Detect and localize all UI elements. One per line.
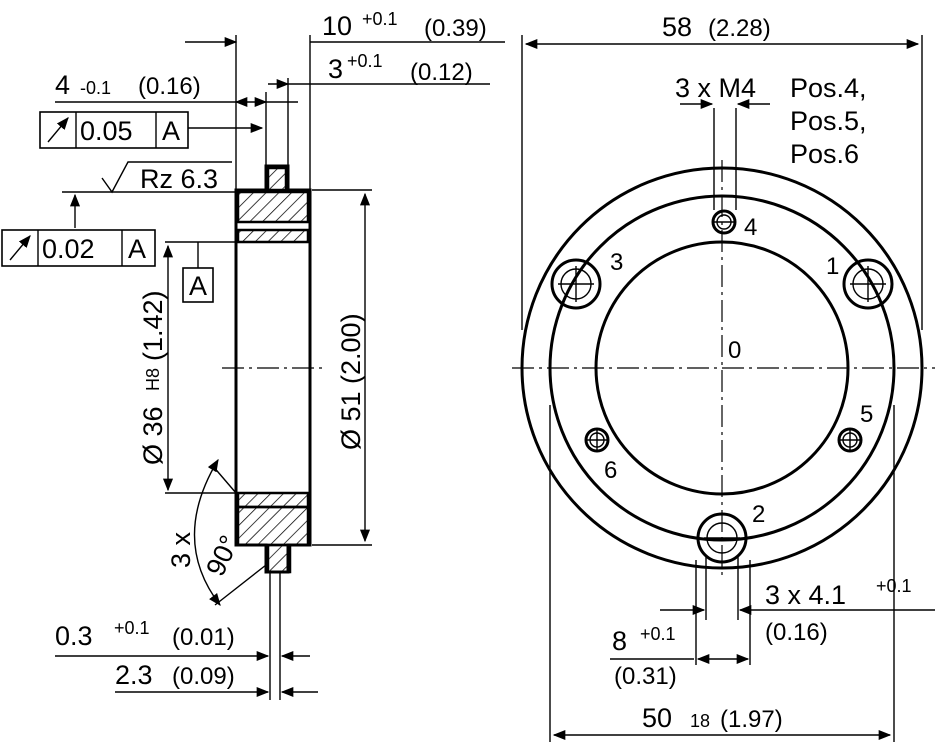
hatch-bottom-1 bbox=[236, 491, 310, 509]
svg-text:3: 3 bbox=[610, 249, 623, 276]
front-view: 0 1 3 2 4 bbox=[512, 12, 935, 742]
dim-4-inch: (0.16) bbox=[138, 73, 201, 100]
dim-03-value: 0.3 bbox=[55, 621, 93, 651]
svg-text:(1.97): (1.97) bbox=[720, 706, 783, 733]
svg-text:0.02: 0.02 bbox=[42, 234, 95, 264]
hatch-top-1 bbox=[236, 190, 310, 224]
runout-arrow-icon bbox=[47, 117, 69, 143]
dim-50-value: 50 bbox=[642, 703, 672, 733]
svg-text:1: 1 bbox=[826, 253, 839, 280]
svg-text:6: 6 bbox=[604, 457, 617, 484]
svg-text:Rz 6.3: Rz 6.3 bbox=[140, 164, 218, 194]
hole-4: 4 bbox=[711, 209, 757, 241]
dim-4-tol: -0.1 bbox=[80, 78, 111, 98]
svg-text:4: 4 bbox=[744, 214, 757, 241]
svg-text:18: 18 bbox=[690, 711, 710, 731]
dim-58-value: 58 bbox=[662, 12, 692, 42]
dim-8-value: 8 bbox=[612, 626, 627, 656]
pos-label-4: Pos.4, bbox=[790, 73, 867, 103]
hatch-bottom-lip bbox=[266, 543, 292, 574]
svg-text:(0.09): (0.09) bbox=[172, 663, 235, 690]
hatch-top-lip bbox=[266, 166, 288, 192]
hatch-bottom-2 bbox=[236, 505, 310, 547]
dim-10-tol: +0.1 bbox=[362, 9, 398, 29]
dim-3-tol: +0.1 bbox=[347, 51, 383, 71]
svg-text:3 x: 3 x bbox=[166, 531, 196, 568]
svg-text:+0.1: +0.1 bbox=[640, 624, 676, 644]
svg-text:+0.1: +0.1 bbox=[114, 618, 150, 638]
bore-dim-text: Ø 36 H8 (1.42) bbox=[138, 290, 168, 465]
hole-6: 6 bbox=[584, 427, 617, 484]
outer-dim-text: Ø 51 (2.00) bbox=[336, 313, 366, 450]
angle-text: 3 x bbox=[166, 531, 196, 568]
runout-frame-005: 0.05 A bbox=[39, 111, 264, 149]
svg-text:(2.28): (2.28) bbox=[708, 15, 771, 42]
svg-text:(0.31): (0.31) bbox=[614, 663, 677, 690]
runout-arrow-icon bbox=[9, 235, 31, 261]
datum-a: A bbox=[165, 241, 236, 303]
svg-text:2: 2 bbox=[752, 501, 765, 528]
svg-text:0.05: 0.05 bbox=[80, 116, 133, 146]
hole-3: 3 bbox=[550, 249, 623, 310]
svg-text:(0.01): (0.01) bbox=[172, 624, 235, 651]
dim-10-value: 10 bbox=[322, 11, 352, 41]
svg-text:A: A bbox=[189, 271, 207, 301]
dim-41-value: 3 x 4.1 bbox=[765, 580, 846, 610]
runout-frame-002: 0.02 A bbox=[1, 229, 156, 267]
dim-3-inch: (0.12) bbox=[410, 59, 473, 86]
svg-text:5: 5 bbox=[860, 401, 873, 428]
svg-text:A: A bbox=[162, 116, 180, 146]
hole-1: 1 bbox=[826, 253, 894, 310]
side-view: 10 +0.1 (0.39) 3 +0.1 (0.12) 4 -0.1 (0.1… bbox=[1, 9, 505, 700]
hole-5: 5 bbox=[837, 401, 873, 453]
pos-label-5: Pos.5, bbox=[790, 106, 867, 136]
svg-text:H8: H8 bbox=[143, 368, 163, 391]
dim-23-value: 2.3 bbox=[115, 660, 153, 690]
hole-2: 2 bbox=[696, 501, 765, 564]
dim-3-value: 3 bbox=[328, 54, 343, 84]
dim-10-inch: (0.39) bbox=[424, 15, 487, 42]
center-label: 0 bbox=[728, 337, 741, 364]
svg-text:(1.42): (1.42) bbox=[138, 290, 168, 361]
pos-label-6: Pos.6 bbox=[790, 139, 859, 169]
svg-text:Ø 36: Ø 36 bbox=[138, 406, 168, 465]
svg-text:(0.16): (0.16) bbox=[765, 619, 828, 646]
thread-label: 3 x M4 bbox=[675, 73, 756, 103]
hatch-top-2 bbox=[236, 228, 310, 244]
roughness-symbol: Rz 6.3 bbox=[101, 161, 232, 194]
svg-text:A: A bbox=[128, 234, 146, 264]
svg-text:Ø 51 (2.00): Ø 51 (2.00) bbox=[336, 313, 366, 450]
dim-4-value: 4 bbox=[55, 70, 70, 100]
